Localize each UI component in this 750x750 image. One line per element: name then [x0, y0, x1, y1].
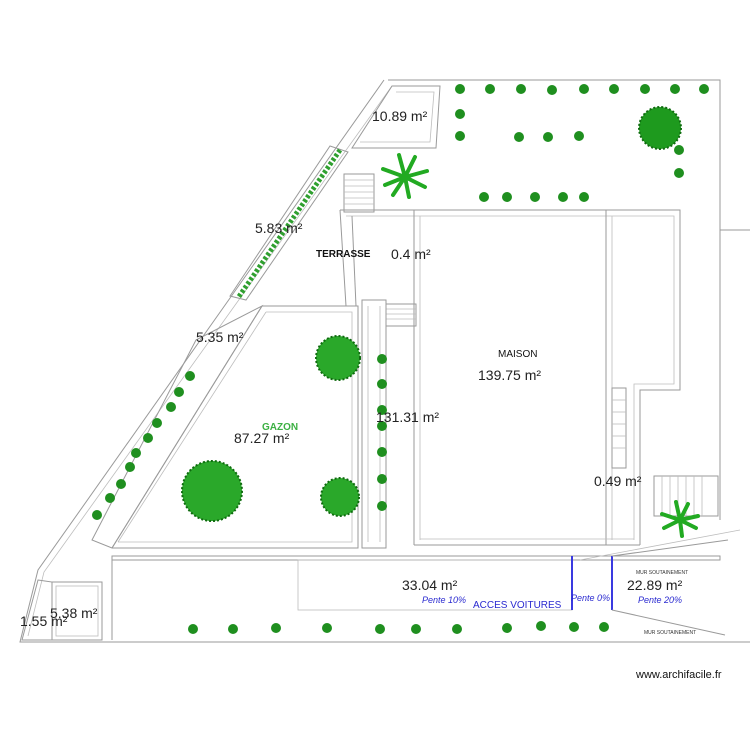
shrub-icon [543, 132, 553, 142]
terrasse-label: TERRASSE [316, 249, 371, 260]
shrub-icon [322, 623, 332, 633]
shrub-icon [516, 84, 526, 94]
shrub-icon [558, 192, 568, 202]
palm-icon [381, 153, 429, 199]
slope-label-10: Pente 10% [422, 595, 466, 605]
shrub-icon [699, 84, 709, 94]
maison-label: MAISON [498, 349, 537, 360]
tree-icon [315, 335, 361, 381]
shrub-icon [92, 510, 102, 520]
vegetation [92, 84, 709, 634]
shrub-icon [640, 84, 650, 94]
area-label-538: 5.38 m² [50, 605, 98, 621]
shrub-icon [479, 192, 489, 202]
shrub-icon [105, 493, 115, 503]
tree-icon [181, 460, 243, 522]
shrub-icon [377, 447, 387, 457]
shrub-icon [271, 623, 281, 633]
shrub-icon [670, 84, 680, 94]
shrub-icon [674, 168, 684, 178]
bottom-left-rooms [21, 579, 103, 641]
shrub-icon [377, 421, 387, 431]
palm-icon [660, 500, 700, 538]
slope-label-0: Pente 0% [571, 593, 610, 603]
shrub-icon [514, 132, 524, 142]
shrub-icon [452, 624, 462, 634]
stairs-top [343, 173, 375, 213]
house-outline [339, 209, 681, 546]
area-label-corridor: 131.31 m² [376, 409, 439, 425]
area-label-small-049: 0.49 m² [594, 473, 642, 489]
shrub-icon [185, 371, 195, 381]
shrub-icon [116, 479, 126, 489]
area-label-acces: 33.04 m² [402, 577, 458, 593]
shrub-icon [375, 624, 385, 634]
shrub-icon [411, 624, 421, 634]
diagonal-planter-strip [229, 145, 349, 301]
shrub-icon [674, 145, 684, 155]
shrub-icon [228, 624, 238, 634]
shrub-icon [609, 84, 619, 94]
shrub-icon [377, 405, 387, 415]
shrub-icon [547, 85, 557, 95]
shrub-icon [377, 379, 387, 389]
shrub-icon [574, 131, 584, 141]
shrub-icon [455, 131, 465, 141]
shrub-icon [599, 622, 609, 632]
shrub-icon [569, 622, 579, 632]
shrub-icon [455, 84, 465, 94]
area-label-right: 22.89 m² [627, 577, 683, 593]
tree-icon [638, 106, 682, 150]
shrub-icon [579, 192, 589, 202]
shrub-icon [579, 84, 589, 94]
shrub-icon [502, 623, 512, 633]
gazon-label: GAZON [262, 422, 298, 433]
area-label-small-04: 0.4 m² [391, 246, 431, 262]
shrub-icon [125, 462, 135, 472]
shrub-icon [377, 501, 387, 511]
area-label-maison: 139.75 m² [478, 367, 541, 383]
area-label-strip: 5.83 m² [255, 220, 303, 236]
shrub-icon [377, 474, 387, 484]
retaining-wall-label-top: MUR SOUTAINEMENT [636, 570, 688, 576]
shrub-icon [152, 418, 162, 428]
shrub-icon [377, 354, 387, 364]
shrub-icon [174, 387, 184, 397]
outer-boundary [19, 79, 750, 643]
shrub-icon [455, 109, 465, 119]
area-label-155: 1.55 m² [20, 613, 68, 629]
shrub-icon [530, 192, 540, 202]
retaining-wall-label-bottom: MUR SOUTAINEMENT [644, 630, 696, 636]
area-label-strip-535: 5.35 m² [196, 329, 244, 345]
area-label-gazon: 87.27 m² [234, 430, 290, 446]
acces-voitures-label: ACCES VOITURES [473, 600, 562, 611]
slope-label-20: Pente 20% [638, 595, 682, 605]
shrub-icon [502, 192, 512, 202]
shrub-icon [536, 621, 546, 631]
area-label-terrace: 10.89 m² [372, 108, 428, 124]
shrub-icon [166, 402, 176, 412]
terrace-top-right [351, 85, 441, 149]
driveway [111, 529, 741, 640]
shrub-icon [131, 448, 141, 458]
shrub-icon [485, 84, 495, 94]
strip-535 [91, 304, 264, 549]
shrub-icon [143, 433, 153, 443]
shrub-icon [188, 624, 198, 634]
watermark: www.archifacile.fr [636, 669, 722, 681]
tree-icon [320, 477, 360, 517]
